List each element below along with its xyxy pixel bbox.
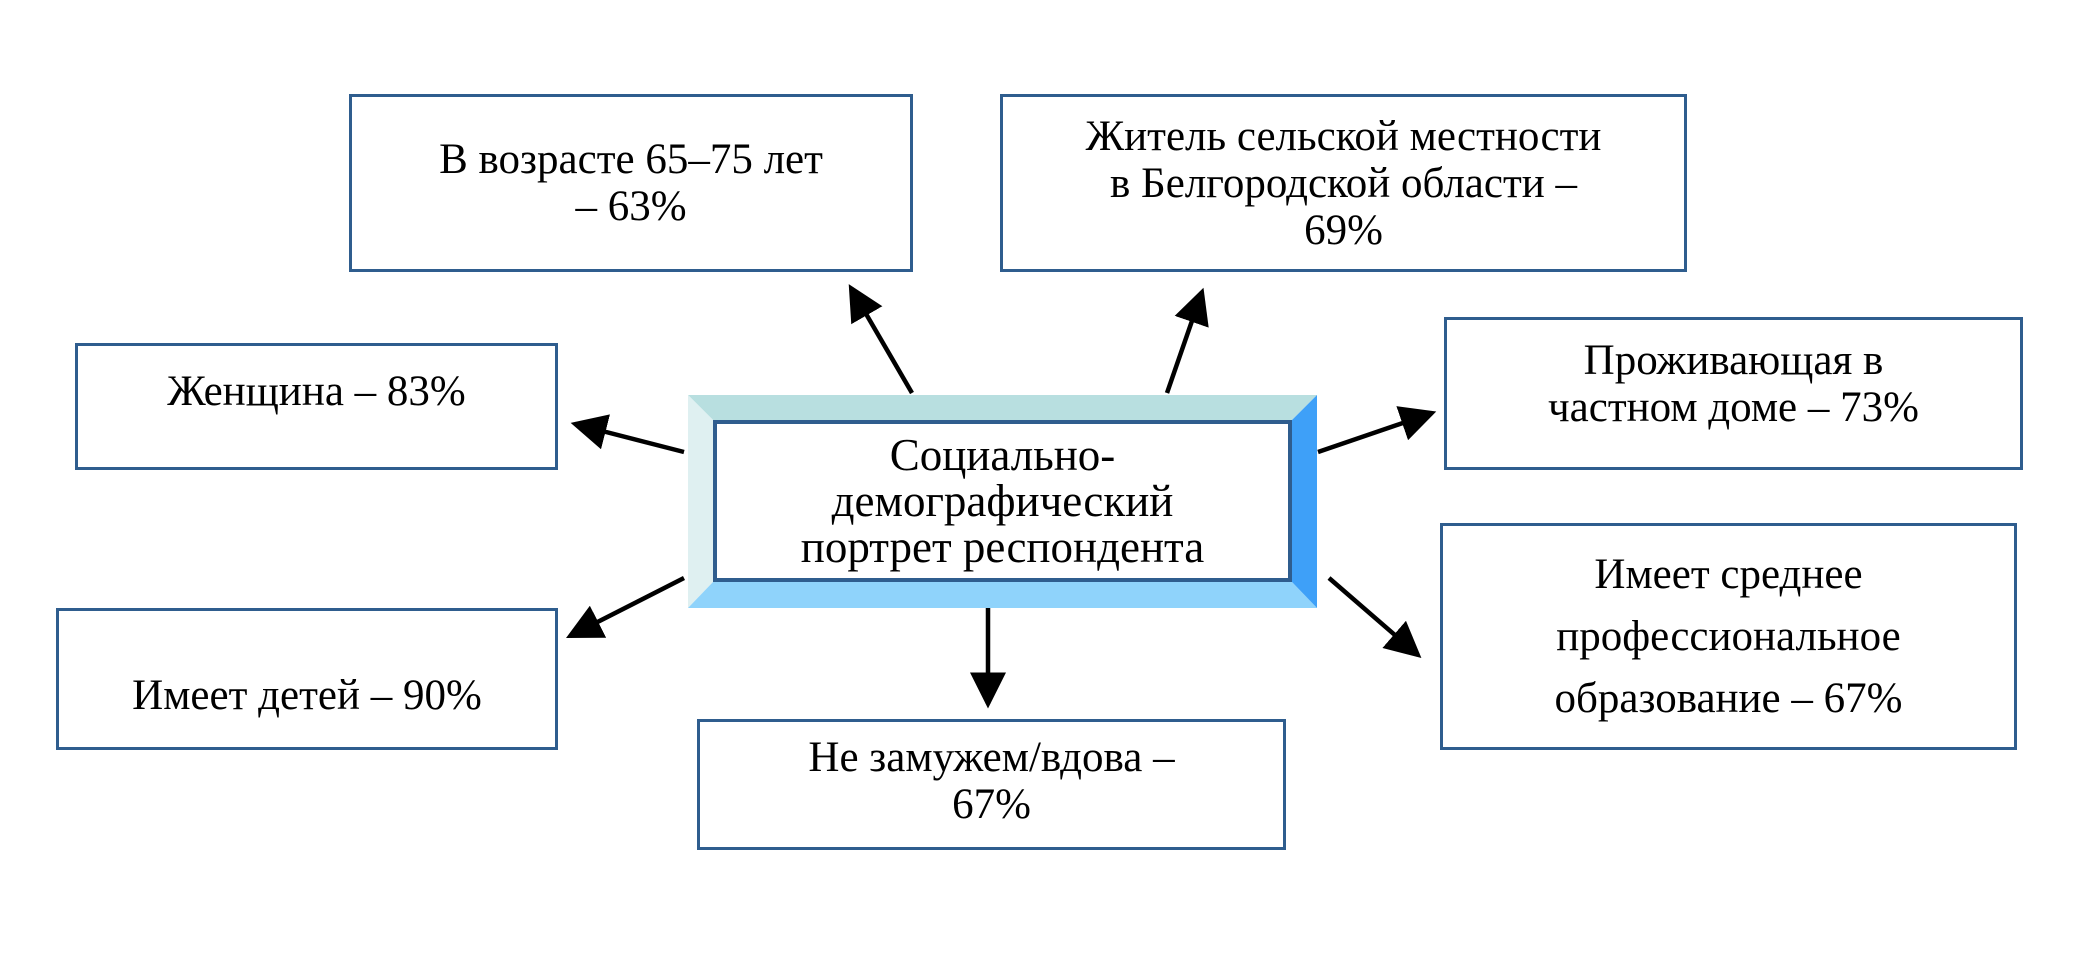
bevel-left [688,395,713,608]
node-rural-label: Житель сельской местности в Белгородской… [1085,112,1602,254]
node-unmarried-label: Не замужем/вдова – 67% [808,734,1175,828]
node-children: Имеет детей – 90% [56,608,558,750]
arrow-to-children [565,575,686,639]
node-education: Имеет среднее профессиональное образован… [1440,523,2017,750]
node-age: В возрасте 65–75 лет – 63% [349,94,913,272]
center-node: Социально- демографический портрет респо… [713,420,1292,582]
node-woman: Женщина – 83% [75,343,558,470]
node-children-label: Имеет детей – 90% [132,672,482,719]
bevel-right [1292,395,1317,608]
arrow-to-rural [1164,287,1209,394]
node-private-house: Проживающая в частном доме – 73% [1444,317,2023,470]
node-age-label: В возрасте 65–75 лет – 63% [439,136,823,230]
arrow-to-age [848,284,914,395]
center-bevel-frame [688,395,1317,608]
arrow-to-education [1327,576,1422,658]
arrow-to-woman [570,414,685,455]
bevel-top [688,395,1317,420]
center-node-label: Социально- демографический портрет респо… [800,430,1205,572]
node-unmarried: Не замужем/вдова – 67% [697,719,1286,850]
arrow-to-private-house [1317,406,1437,455]
node-rural: Житель сельской местности в Белгородской… [1000,94,1687,272]
node-woman-label: Женщина – 83% [167,368,466,415]
node-private-house-label: Проживающая в частном доме – 73% [1548,337,1919,431]
bevel-bottom [688,582,1317,608]
node-education-label: Имеет среднее профессиональное образован… [1554,550,1903,722]
